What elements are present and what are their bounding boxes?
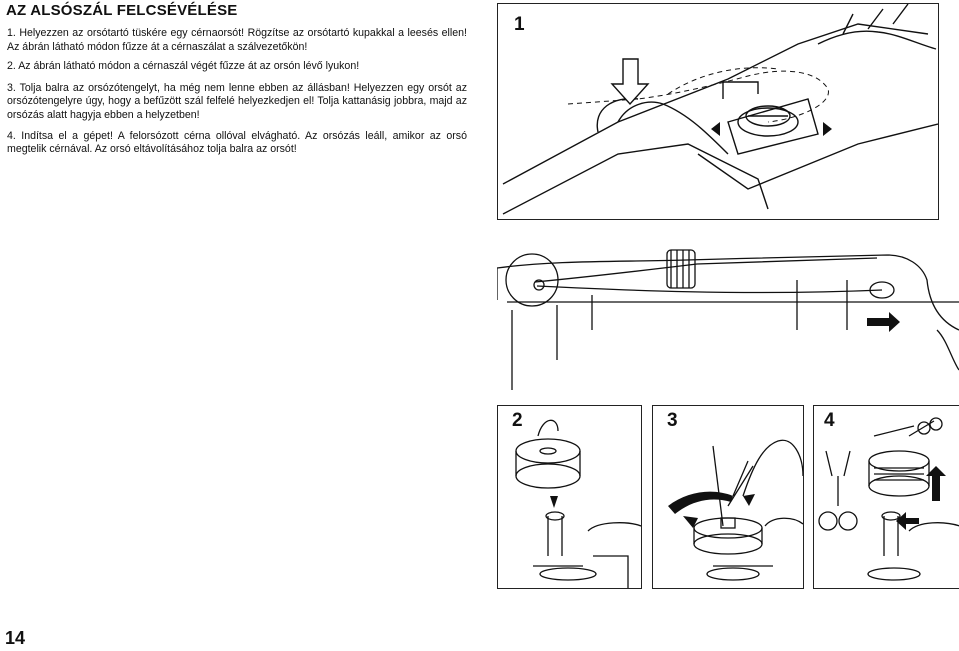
figure-4-bobbin-winding: 4 (813, 405, 959, 589)
instruction-step-2: 2. Az ábrán látható módon a cérnaszál vé… (7, 60, 360, 73)
figure-3-bobbin-placement: 3 (652, 405, 804, 589)
figure-1-thread-guide: 1 (497, 3, 939, 220)
bobbin-winding-illustration (818, 417, 959, 581)
page-number: 14 (5, 628, 26, 648)
instruction-step-1: 1. Helyezzen az orsótartó tüskére egy cé… (7, 27, 467, 53)
bobbin-threading-illustration (515, 419, 641, 588)
machine-top-overview (496, 240, 959, 390)
figure-2-label: 2 (512, 410, 523, 431)
figure-1-label: 1 (514, 14, 525, 35)
machine-top-illustration (496, 249, 959, 390)
instruction-step-3: 3. Tolja balra az orsózótengelyt, ha még… (7, 81, 467, 121)
instruction-step-4: 4. Indítsa el a gépet! A felorsózott cér… (7, 129, 467, 156)
figure-2-bobbin-threading: 2 (497, 405, 642, 589)
figure-3-label: 3 (667, 410, 678, 431)
page-title: AZ ALSÓSZÁL FELCSÉVÉLÉSE (6, 2, 238, 19)
thread-guide-illustration (502, 4, 938, 215)
figure-4-label: 4 (824, 410, 835, 431)
bobbin-placement-illustration (668, 439, 803, 581)
instruction-list: 1. Helyezzen az orsótartó tüskére egy cé… (7, 27, 467, 162)
